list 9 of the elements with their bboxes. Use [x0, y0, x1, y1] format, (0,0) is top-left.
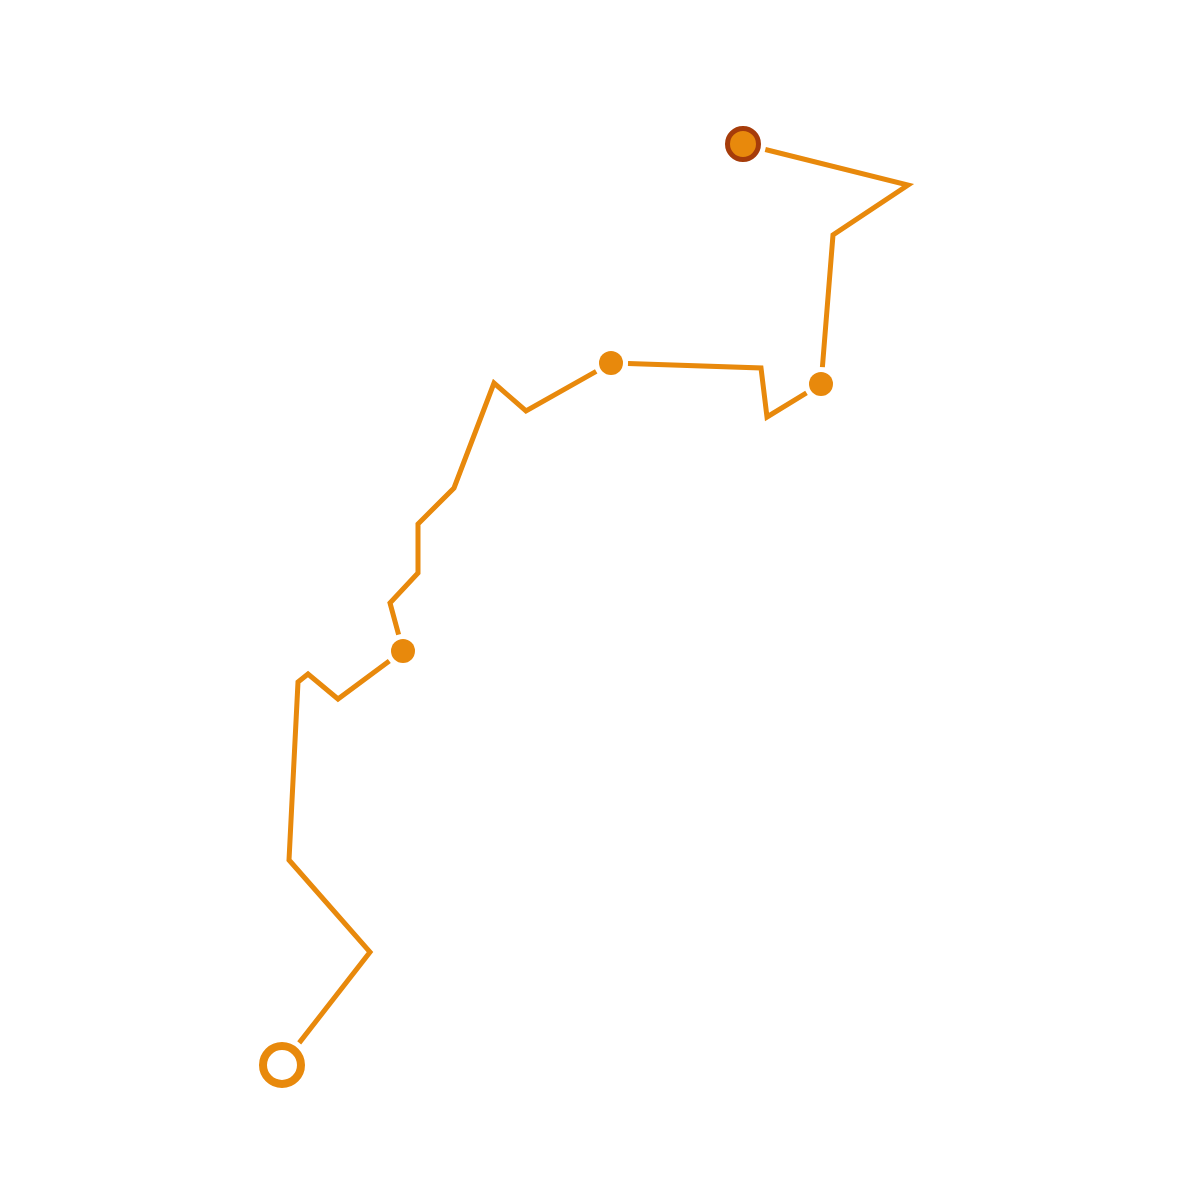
waypoint-dot [391, 639, 415, 663]
waypoint-dot [599, 351, 623, 375]
end-point-marker [725, 126, 761, 162]
route-line [387, 369, 598, 636]
route-line [627, 361, 808, 422]
route-line [764, 147, 915, 368]
route-line [286, 659, 391, 1045]
waypoint-dot [809, 372, 833, 396]
start-point-ring [259, 1042, 305, 1088]
